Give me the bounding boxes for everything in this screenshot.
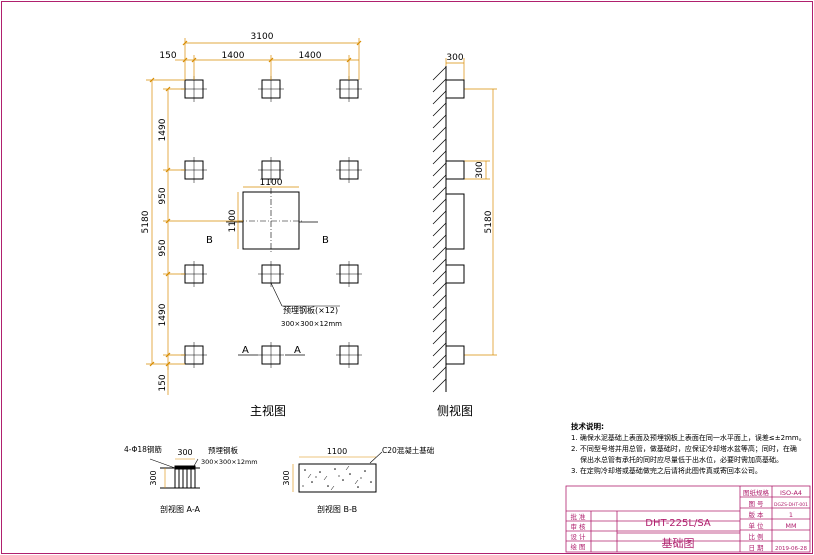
tb-date-label: 日 期 (748, 544, 764, 552)
main-view-caption: 主视图 (250, 403, 286, 418)
dim-top-left: 150 (159, 51, 176, 61)
side-plate-4 (445, 345, 465, 365)
section-markers: B B A A (206, 235, 329, 356)
plate-callout: 预埋钢板(×12) 300×300×12mm (281, 305, 342, 328)
section-b-right: B (322, 235, 329, 246)
side-dim-top: 300 (446, 53, 463, 63)
side-plate-2 (445, 160, 465, 180)
aa-plate: 预埋钢板 (208, 445, 238, 455)
note-3: 3. 在定购冷却塔或基础做完之后请将此图传真或寄回本公司。 (571, 467, 762, 475)
dim-left-950-a: 950 (158, 187, 168, 204)
title-block-texts: 图纸规格 ISO-A4 图 号 DGZS-DHT-001 版 本 1 单 位 M… (570, 488, 808, 552)
tb-spec-value: ISO-A4 (780, 489, 802, 497)
tb-model: DHT-225L/SA (645, 518, 711, 529)
side-view (432, 66, 465, 393)
bb-concrete: C20混凝土基础 (382, 445, 434, 455)
tb-scale-label: 比 例 (748, 532, 763, 541)
side-plate-1 (445, 79, 465, 99)
tb-unit-value: MM (785, 522, 796, 530)
section-bb-texts: 1100 C20混凝土基础 300 剖视图 B-B (282, 445, 434, 514)
tb-review: 审 核 (570, 522, 586, 531)
tb-no-value: DGZS-DHT-001 (774, 502, 808, 508)
title-block (565, 485, 811, 553)
tb-drawing-name: 基础图 (662, 537, 695, 550)
side-dim-texts: 300 300 5180 (446, 53, 494, 233)
tb-design: 设 计 (570, 532, 586, 541)
ground-hatch (432, 66, 447, 393)
concrete-marks (307, 465, 359, 491)
note-2-cont: 保出水总管有承托的同时应尽量低于出水位，必要时需加高基础。 (580, 456, 783, 464)
aa-width: 300 (177, 448, 192, 457)
bb-height: 300 (282, 470, 291, 485)
dim-top-total: 3100 (251, 32, 274, 42)
dim-top-seg2: 1400 (299, 51, 322, 61)
tb-draw: 绘 图 (570, 542, 585, 551)
section-b-left: B (206, 235, 213, 246)
main-dimensions (146, 38, 497, 395)
dim-top-seg1: 1400 (222, 51, 245, 61)
dim-center-width: 1100 (260, 178, 283, 188)
side-center-pad (445, 193, 465, 250)
main-dim-texts: 3100 150 1400 1400 1100 5180 1490 950 95… (141, 32, 322, 392)
bb-caption: 剖视图 B-B (317, 504, 357, 514)
aa-rebar: 4-Φ18钢筋 (124, 444, 162, 454)
section-aa (149, 458, 200, 489)
plate-callout-size: 300×300×12mm (281, 320, 342, 328)
dim-left-1490-bot: 1490 (158, 303, 168, 326)
section-a-left: A (242, 345, 249, 356)
tb-ver-value: 1 (789, 511, 793, 519)
section-bb (292, 451, 383, 493)
technical-notes: 技术说明: 1. 确保水泥基础上表面及预埋钢板上表面在同一水平面上，误差≤±2m… (571, 421, 811, 477)
dim-left-1490-top: 1490 (158, 118, 168, 141)
section-a-right: A (294, 345, 301, 356)
concrete-speckle (302, 468, 372, 488)
dim-left-total: 5180 (141, 210, 151, 233)
side-view-caption: 侧视图 (437, 403, 473, 418)
side-dim-total: 5180 (484, 210, 494, 233)
dim-left-950-b: 950 (158, 239, 168, 256)
side-dim-plate: 300 (475, 161, 485, 178)
tb-spec-label: 图纸规格 (743, 488, 770, 497)
tb-approve: 批 准 (570, 512, 586, 521)
notes-title: 技术说明: (571, 422, 604, 431)
aa-height: 300 (149, 470, 158, 485)
dimension-ticks (149, 40, 362, 367)
tb-unit-label: 单 位 (748, 521, 764, 530)
dim-center-height: 1100 (228, 209, 238, 232)
plate-callout-label: 预埋钢板(×12) (283, 305, 338, 315)
bb-width: 1100 (327, 447, 347, 456)
note-1: 1. 确保水泥基础上表面及预埋钢板上表面在同一水平面上，误差≤±2mm。 (571, 434, 806, 442)
tb-no-label: 图 号 (748, 500, 764, 508)
note-2: 2. 不同型号塔并用总管，做基础时，应保证冷却塔水盆等高；同时，在确 (571, 445, 797, 453)
section-aa-texts: 4-Φ18钢筋 300 预埋钢板 300×300×12mm 300 剖视图 A-… (124, 444, 258, 514)
aa-caption: 剖视图 A-A (160, 504, 201, 514)
tb-ver-label: 版 本 (748, 510, 764, 519)
tb-date-value: 2019-06-28 (775, 546, 807, 552)
dim-left-150-bot: 150 (158, 374, 168, 391)
aa-plate-size: 300×300×12mm (201, 458, 258, 466)
side-plate-3 (445, 264, 465, 284)
